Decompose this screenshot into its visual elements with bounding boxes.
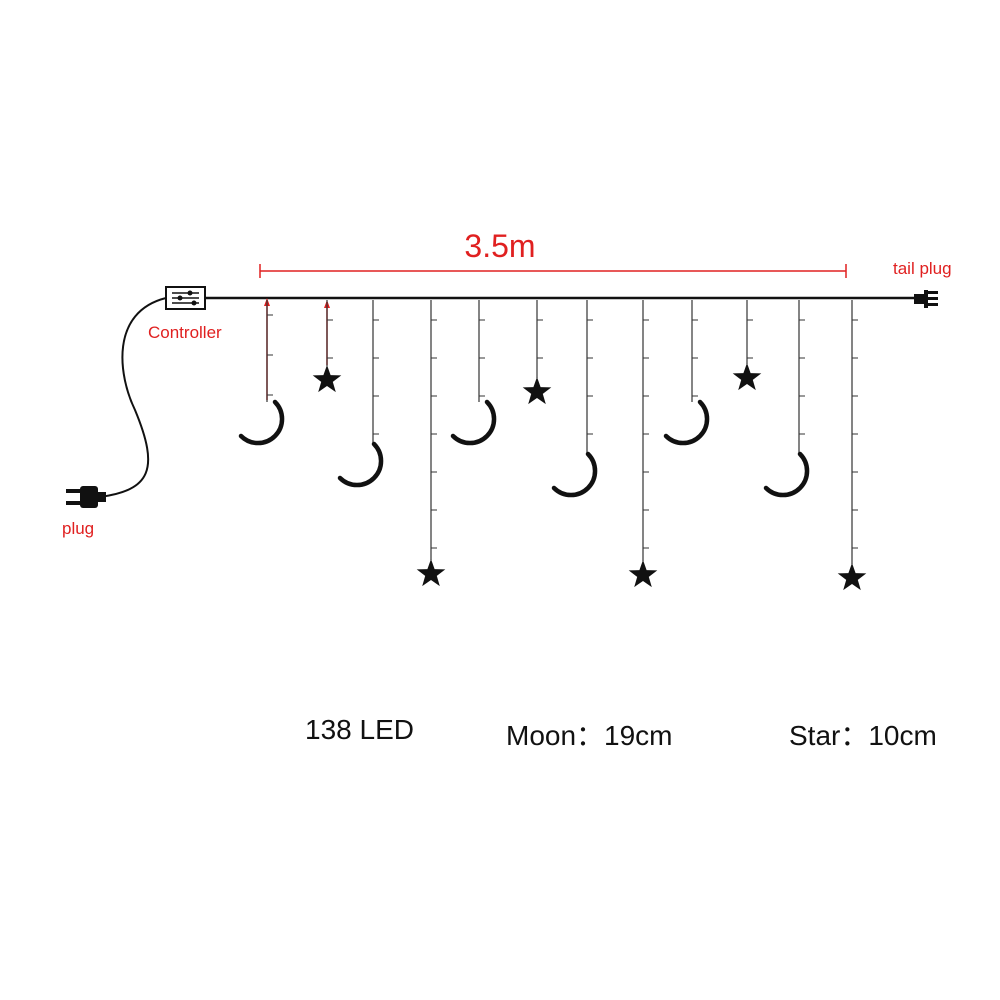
crescent-moon-icon xyxy=(241,402,282,443)
strand-star xyxy=(837,300,867,591)
star-icon xyxy=(732,363,762,391)
strand-star xyxy=(732,300,762,391)
spacing-markers xyxy=(264,298,330,400)
dimension-line xyxy=(259,264,847,278)
star-icon xyxy=(522,377,552,405)
strands xyxy=(241,300,867,591)
strand-moon xyxy=(340,300,381,485)
strand-star xyxy=(628,300,658,588)
crescent-moon-icon xyxy=(666,402,707,443)
strand-star xyxy=(312,300,342,393)
crescent-moon-icon xyxy=(340,444,381,485)
moon-size-spec: Moon：19cm xyxy=(506,720,673,751)
star-icon xyxy=(628,560,658,588)
led-count-spec: 138 LED xyxy=(305,714,414,745)
power-cord xyxy=(99,297,167,498)
plug-label: plug xyxy=(62,519,95,538)
crescent-moon-icon xyxy=(766,454,807,495)
controller-label: Controller xyxy=(148,323,222,342)
crescent-moon-icon xyxy=(453,402,494,443)
tail-plug-connector-icon xyxy=(914,290,938,308)
strand-moon xyxy=(554,300,595,495)
star-icon xyxy=(312,365,342,393)
power-plug-icon xyxy=(66,486,106,508)
length-dimension-label: 3.5m xyxy=(464,228,536,264)
strand-moon xyxy=(453,300,494,443)
strand-star xyxy=(522,300,552,405)
star-icon xyxy=(837,563,867,591)
star-icon xyxy=(416,559,446,587)
crescent-moon-icon xyxy=(554,454,595,495)
strand-moon xyxy=(241,300,282,443)
star-size-spec: Star：10cm xyxy=(789,720,937,751)
strand-star xyxy=(416,300,446,587)
strand-moon xyxy=(666,300,707,443)
strand-moon xyxy=(766,300,807,495)
tail-plug-label: tail plug xyxy=(893,259,952,278)
controller-box-icon xyxy=(165,286,206,310)
